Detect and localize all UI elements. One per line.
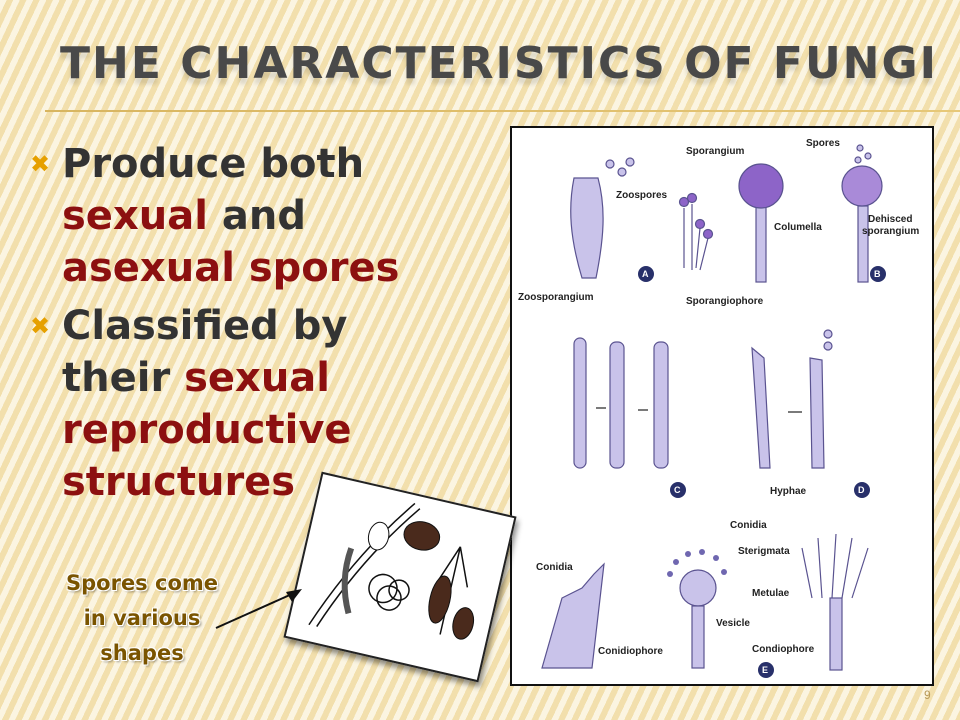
bullet-text: Produce both: [62, 141, 365, 187]
label-conidia-left: Conidia: [536, 562, 573, 573]
conidium-shape: [713, 555, 719, 561]
label-dehisced: Dehisced: [868, 214, 912, 225]
title-underline: [45, 110, 960, 112]
conidium-shape: [685, 551, 691, 557]
caption-line: in various: [83, 606, 201, 630]
curved-spore-shape: [341, 547, 355, 615]
sporangium-small-shape: [702, 228, 714, 240]
label-spores: Spores: [806, 138, 840, 149]
panel-marker-b: [870, 266, 886, 282]
zoospore-shape: [625, 157, 635, 167]
conidium-shape: [699, 549, 705, 555]
needle-spore-shape: [316, 508, 421, 627]
panel-marker-a: [638, 266, 654, 282]
bullet-list: ✖ Produce both sexual and asexual spores…: [30, 138, 430, 514]
x-bullet-icon: ✖: [30, 150, 51, 178]
zoospore-shape: [617, 167, 627, 177]
panel-label-d: D: [858, 485, 865, 495]
vesicle-shape: [679, 569, 717, 607]
dehisced-sporangium-shape: [841, 165, 883, 207]
panel-label-a: A: [642, 269, 649, 279]
hypha-shape: [573, 337, 587, 469]
conidiophore-shape: [691, 605, 705, 669]
label-sporangium: Sporangium: [686, 146, 744, 157]
label-vesicle: Vesicle: [716, 618, 750, 629]
sporangiophore-shape: [755, 205, 767, 283]
label-conidia-top: Conidia: [730, 520, 767, 531]
sporangium-shape: [738, 163, 784, 209]
panel-marker-d: [854, 482, 870, 498]
sporangium-small-shape: [694, 218, 706, 230]
conidium-shape: [667, 571, 673, 577]
label-sterigmata: Sterigmata: [738, 546, 790, 557]
label-sporangiophore: Sporangiophore: [686, 296, 764, 307]
label-condiophore: Condiophore: [752, 644, 815, 655]
hypha-shape: [653, 341, 669, 469]
conidium-shape: [721, 569, 727, 575]
coiled-spore-shape: [368, 573, 398, 604]
x-bullet-icon: ✖: [30, 312, 51, 340]
bullet-item: ✖ Produce both sexual and asexual spores: [30, 138, 430, 294]
coiled-spore-shape: [376, 585, 402, 611]
label-sporangium-dehisced: sporangium: [862, 226, 919, 237]
panel-label-b: B: [874, 269, 881, 279]
metulae-shape: [801, 533, 869, 599]
septate-spore-shape: [428, 575, 452, 624]
kidney-spore-shape: [452, 607, 475, 640]
bullet-text: Classified by their: [62, 303, 348, 401]
conidium-shape: [823, 341, 833, 351]
oval-spore-shape: [403, 521, 441, 551]
slide-title: THE CHARACTERISTICS OF FUNGI: [60, 38, 938, 89]
diagram-svg: Zoospores Zoosporangium Sporangium Colum…: [518, 138, 919, 678]
conidiophore-shape: [541, 562, 605, 669]
hypha-shape: [609, 341, 625, 469]
condiophore-shape: [829, 597, 843, 671]
hypha-shape: [751, 346, 771, 469]
sporangiophore-shape: [683, 204, 709, 271]
bullet-highlight: sexual reproductive structures: [62, 355, 352, 505]
conidium-shape: [823, 329, 833, 339]
spore-shapes-svg: [308, 502, 475, 640]
spore-shape: [864, 152, 872, 160]
spore-shape: [856, 144, 864, 152]
panel-label-c: C: [674, 485, 681, 495]
bullet-item: ✖ Classified by their sexual reproductiv…: [30, 300, 430, 508]
fungi-structures-diagram: Zoospores Zoosporangium Sporangium Colum…: [510, 126, 934, 686]
bullet-highlight: sexual: [62, 193, 208, 239]
conidium-shape: [673, 559, 679, 565]
label-metulae: Metulae: [752, 588, 790, 599]
label-columella: Columella: [774, 222, 822, 233]
label-conidiophore: Conidiophore: [598, 646, 663, 657]
label-zoospores: Zoospores: [616, 190, 668, 201]
zoospore-shape: [605, 159, 615, 169]
arrow-icon: [215, 589, 302, 629]
panel-label-e: E: [762, 665, 768, 675]
panel-marker-c: [670, 482, 686, 498]
page-number: 9: [924, 688, 931, 702]
caption-line: shapes: [100, 641, 184, 665]
caption-line: Spores come: [66, 571, 218, 595]
round-spore-shape: [367, 521, 390, 551]
spore-shape: [854, 156, 862, 164]
panel-marker-e: [758, 662, 774, 678]
zoosporangium-shape: [570, 177, 604, 279]
sporangiophore-shape: [857, 205, 869, 283]
bullet-text: and: [207, 193, 306, 239]
label-zoosporangium: Zoosporangium: [518, 292, 594, 303]
sporangium-small-shape: [678, 196, 690, 208]
needle-spore-shape: [308, 502, 416, 626]
label-hyphae: Hyphae: [770, 486, 807, 497]
coiled-spore-shape: [388, 579, 410, 601]
sporangium-small-shape: [686, 192, 698, 204]
bullet-highlight: asexual spores: [62, 245, 400, 291]
hypha-shape: [809, 357, 825, 469]
spores-caption: Spores come in various shapes: [44, 566, 240, 671]
spore-shapes-image: [283, 471, 517, 683]
